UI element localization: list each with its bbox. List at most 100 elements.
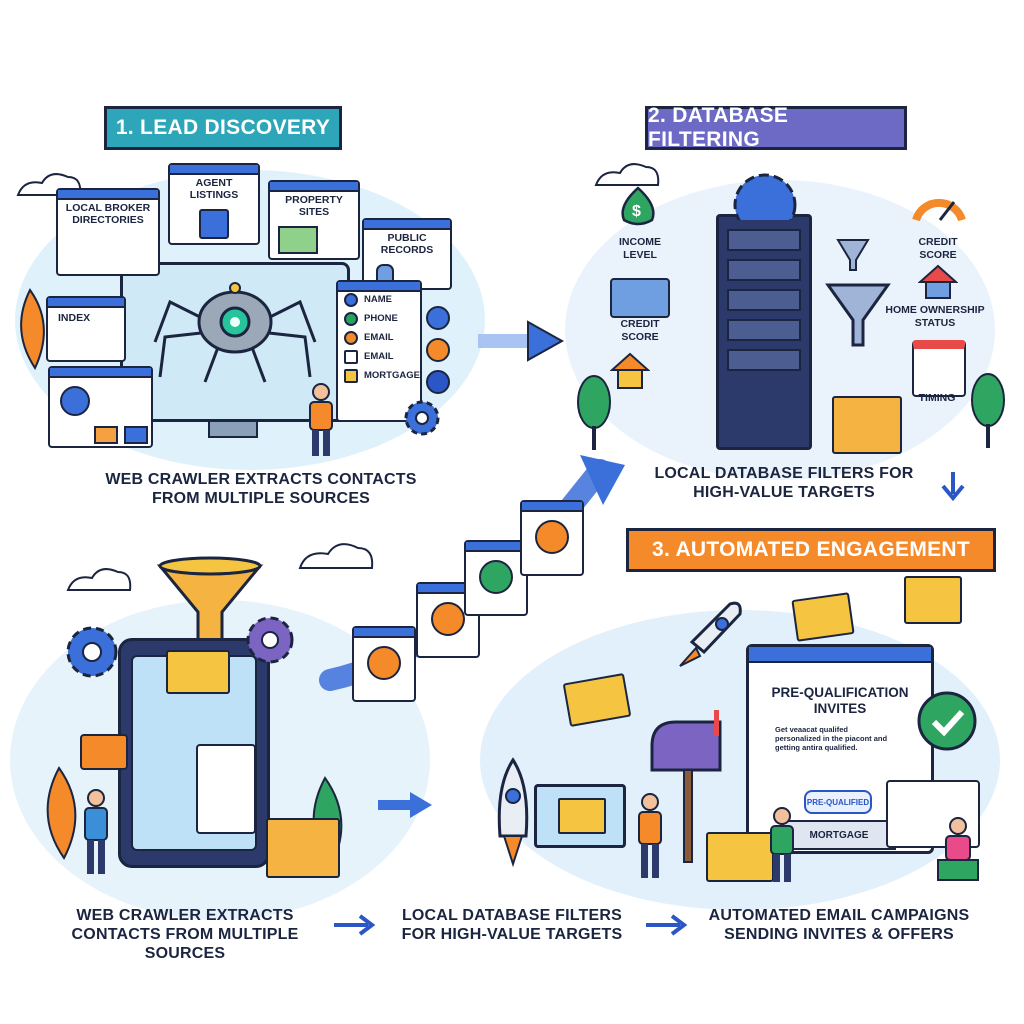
envelope-icon xyxy=(904,576,962,624)
arrow-right-icon xyxy=(646,914,688,936)
funnel-icon xyxy=(825,239,891,347)
money-bag-icon: $ xyxy=(621,186,655,226)
card-property-sites: PROPERTY SITES xyxy=(268,180,360,260)
banner-automated-engagement: 3. AUTOMATED ENGAGEMENT xyxy=(626,528,996,572)
chat-bubble-icon xyxy=(80,734,128,770)
email-body-line-3: getting antira qualified. xyxy=(775,743,858,753)
at-sign-icon xyxy=(344,331,358,345)
card-index: INDEX xyxy=(46,296,126,362)
card-agent-listings: AGENT LISTINGS xyxy=(168,163,260,245)
agent-avatar-icon xyxy=(199,209,229,240)
folder-stack xyxy=(266,818,340,878)
server-gear-icon xyxy=(733,173,797,220)
contact-card: NAME PHONE EMAIL EMAIL MORTGAGE xyxy=(336,280,422,422)
banner-automated-engagement-text: 3. AUTOMATED ENGAGEMENT xyxy=(651,538,971,561)
facebook-icon xyxy=(426,306,450,330)
mortgage-footer-label: MORTGAGE xyxy=(809,829,869,841)
server-rack xyxy=(716,214,812,450)
credit-card-icon xyxy=(610,278,670,318)
profile-avatar-icon xyxy=(367,646,401,680)
globe-icon xyxy=(60,386,90,416)
profile-avatar-icon xyxy=(431,602,465,636)
caption-bottom-crawler: WEB CRAWLER EXTRACTS CONTACTS FROM MULTI… xyxy=(71,907,299,963)
filter-timing: TIMING xyxy=(918,392,956,404)
contact-row-mortgage: MORTGAGE xyxy=(344,369,420,383)
profile-card xyxy=(464,540,528,616)
envelope-icon xyxy=(558,798,606,834)
arrow-right-icon xyxy=(478,320,565,362)
contact-row-email-2: EMAIL xyxy=(344,350,420,364)
svg-text:$: $ xyxy=(632,203,641,220)
person-figure-icon xyxy=(638,793,662,878)
caption-crawler-top: WEB CRAWLER EXTRACTS CONTACTS FROM MULTI… xyxy=(105,471,417,508)
arrow-down-icon xyxy=(941,472,965,502)
email-body-line-2: personalized in the piacont and xyxy=(775,734,888,744)
public-records-label: PUBLIC RECORDS xyxy=(380,232,434,257)
social-icons xyxy=(426,306,450,394)
envelope-icon xyxy=(166,650,230,694)
monitor-stand xyxy=(208,420,258,438)
gear-icon xyxy=(246,616,294,664)
index-label: INDEX xyxy=(58,312,91,324)
caption-bottom-email: AUTOMATED EMAIL CAMPAIGNS SENDING INVITE… xyxy=(708,907,970,944)
envelope-icon xyxy=(791,592,855,642)
card-local-broker-directories: LOCAL BROKER DIRECTORIES xyxy=(56,188,160,276)
filter-home-ownership: HOME OWNERSHIP STATUS xyxy=(885,304,985,329)
agent-listings-label: AGENT LISTINGS xyxy=(189,177,239,202)
leaf-icon xyxy=(20,288,45,370)
contact-mortgage-label: MORTGAGE xyxy=(364,369,420,381)
side-list-panel xyxy=(886,780,980,848)
card-browser-globe xyxy=(48,366,153,448)
arrow-right-icon xyxy=(334,914,376,936)
profile-card xyxy=(352,626,416,702)
home-icon xyxy=(918,264,958,299)
tree-icon xyxy=(577,375,611,450)
arrow-right-icon xyxy=(378,792,432,818)
contact-email-label-1: EMAIL xyxy=(364,331,394,343)
contact-row-phone: PHONE xyxy=(344,312,420,326)
mortgage-footer: MORTGAGE xyxy=(782,820,896,850)
linkedin-icon xyxy=(426,370,450,394)
profile-avatar-icon xyxy=(479,560,513,594)
color-blocks xyxy=(94,426,151,444)
person-icon xyxy=(344,293,358,307)
person-with-laptop-icon xyxy=(937,817,979,881)
person-figure-icon xyxy=(84,789,108,874)
mortgage-logo-icon xyxy=(344,369,358,383)
gear-icon xyxy=(66,626,118,678)
caption-database-top: LOCAL DATABASE FILTERS FOR HIGH-VALUE TA… xyxy=(654,465,914,502)
contact-email-label-2: EMAIL xyxy=(364,350,394,362)
landscape-image-icon xyxy=(278,226,318,255)
gauge-icon xyxy=(912,198,966,222)
property-sites-label: PROPERTY SITES xyxy=(285,194,343,219)
banner-database-filtering: 2. DATABASE FILTERING xyxy=(645,104,907,151)
tree-icon xyxy=(971,373,1005,448)
envelope-icon xyxy=(706,832,774,882)
banner-lead-discovery-text: 1. LEAD DISCOVERY xyxy=(115,116,331,139)
rocket-icon xyxy=(679,601,742,667)
contact-row-email-1: EMAIL xyxy=(344,331,420,345)
target-bin xyxy=(832,396,902,454)
contact-row-name: NAME xyxy=(344,293,420,307)
phone-icon xyxy=(344,312,358,326)
instagram-icon xyxy=(426,338,450,362)
filter-credit-score-right: CREDIT SCORE xyxy=(918,236,958,261)
local-broker-directories-label: LOCAL BROKER DIRECTORIES xyxy=(65,202,151,227)
pre-qualified-badge[interactable]: PRE-QUALIFIED xyxy=(804,790,872,814)
person-figure-icon xyxy=(770,807,794,882)
profile-avatar-icon xyxy=(535,520,569,554)
contact-phone-label: PHONE xyxy=(364,312,398,324)
email-body-line-1: Get veaacat qualifed xyxy=(775,725,848,735)
banner-database-filtering-text: 2. DATABASE FILTERING xyxy=(648,104,789,151)
mailbox-icon xyxy=(650,710,722,863)
caption-bottom-database: LOCAL DATABASE FILTERS FOR HIGH-VALUE TA… xyxy=(401,907,623,944)
check-badge-icon xyxy=(917,691,977,751)
leaf-icon xyxy=(46,766,77,860)
profile-card xyxy=(520,500,584,576)
banner-lead-discovery: 1. LEAD DISCOVERY xyxy=(104,106,342,150)
house-icon xyxy=(610,352,650,389)
calendar-icon xyxy=(912,340,966,397)
profile-card xyxy=(416,582,480,658)
filter-income-level: INCOME LEVEL xyxy=(619,236,661,261)
